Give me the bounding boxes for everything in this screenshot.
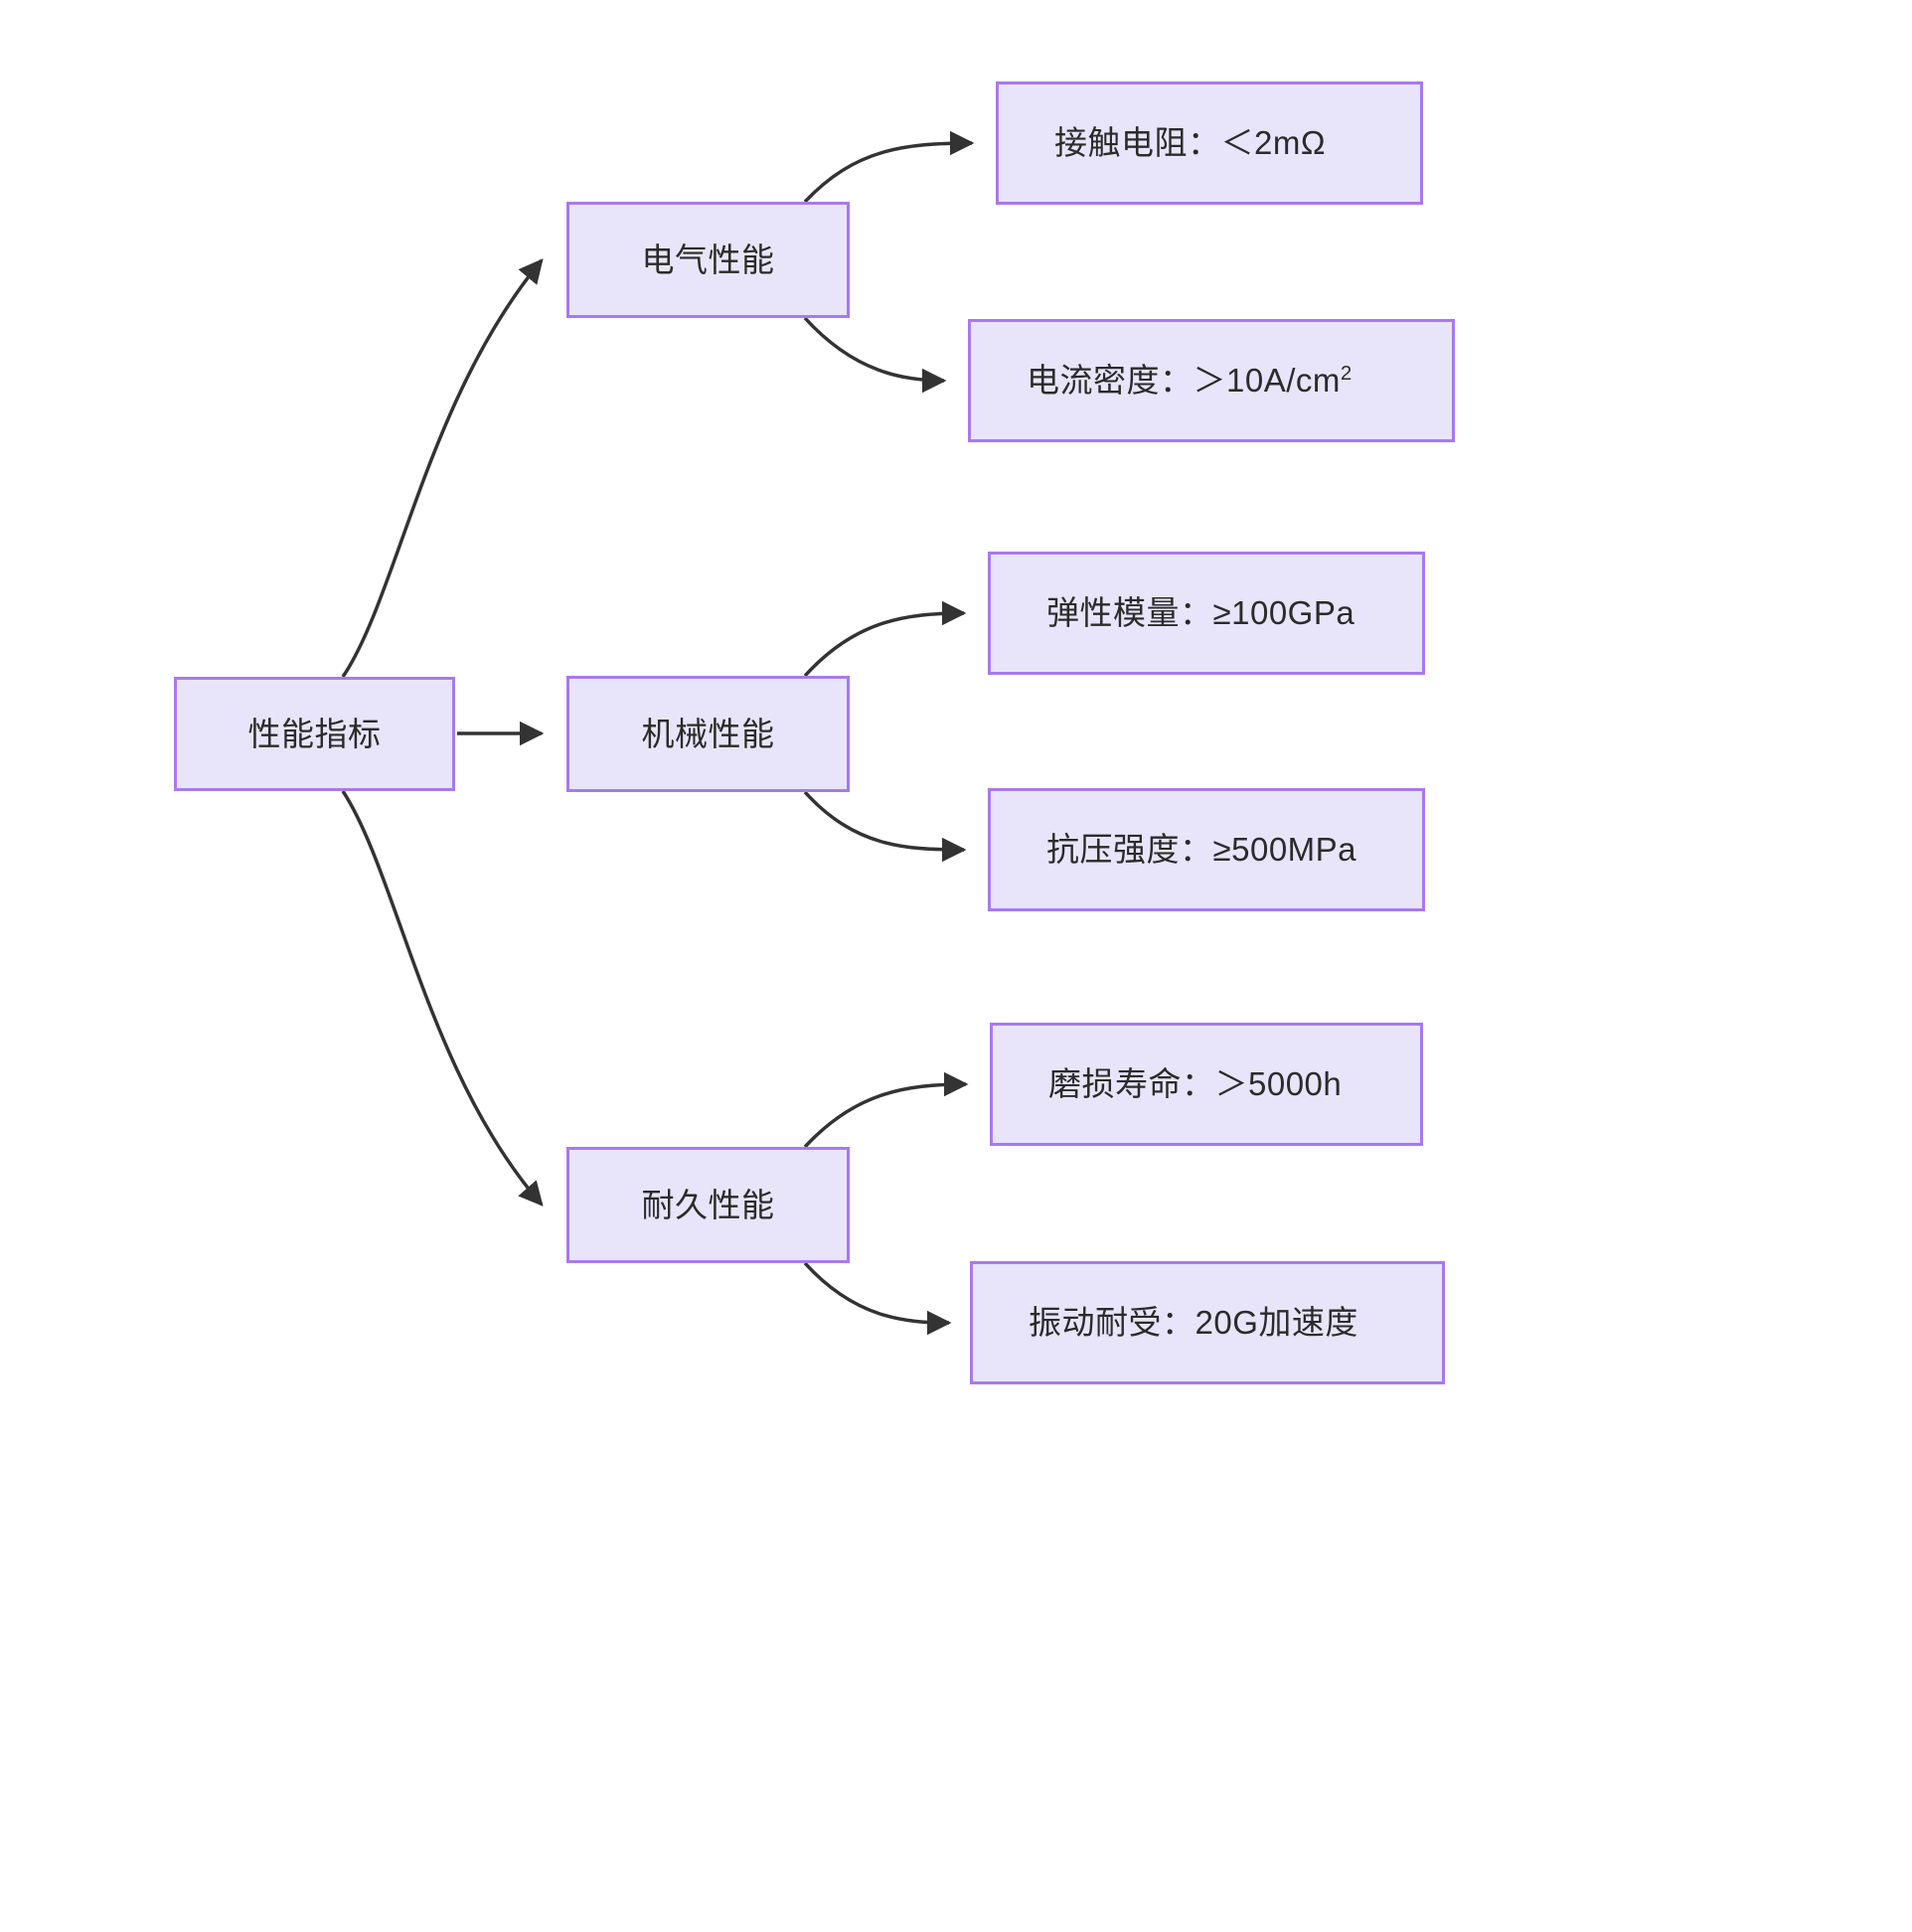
edge-root-to-electrical — [341, 258, 544, 678]
edge-root-to-durability — [341, 790, 544, 1207]
node-wear-life-label: 磨损寿命：＞5000h — [1048, 1065, 1343, 1103]
node-current-density[interactable]: 电流密度：＞10A/cm2 — [968, 319, 1455, 442]
node-contact-resistance[interactable]: 接触电阻：＜2mΩ — [996, 81, 1423, 205]
node-durability-label: 耐久性能 — [641, 1186, 775, 1223]
node-contact-resistance-label: 接触电阻：＜2mΩ — [1054, 124, 1327, 162]
edge-durability-to-vibration-resistance — [803, 1261, 952, 1336]
edge-durability-to-wear-life — [803, 1071, 969, 1149]
node-current-density-superscript: 2 — [1340, 362, 1353, 386]
node-elastic-modulus[interactable]: 弹性模量：≥100GPa — [988, 552, 1425, 675]
node-mechanical-label: 机械性能 — [641, 715, 775, 752]
node-root[interactable]: 性能指标 — [174, 677, 455, 791]
node-root-label: 性能指标 — [247, 715, 382, 752]
node-wear-life[interactable]: 磨损寿命：＞5000h — [990, 1023, 1423, 1146]
node-mechanical[interactable]: 机械性能 — [566, 676, 850, 792]
node-compressive-strength[interactable]: 抗压强度：≥500MPa — [988, 788, 1425, 911]
node-compressive-strength-label: 抗压强度：≥500MPa — [1046, 831, 1357, 869]
node-elastic-modulus-label: 弹性模量：≥100GPa — [1046, 594, 1355, 632]
node-vibration-resistance-label: 振动耐受：20G加速度 — [1029, 1304, 1358, 1342]
node-electrical[interactable]: 电气性能 — [566, 202, 850, 318]
node-electrical-label: 电气性能 — [641, 241, 775, 278]
edge-mechanical-to-elastic-modulus — [803, 600, 967, 678]
edge-electrical-to-contact-resistance — [803, 130, 975, 204]
node-current-density-label: 电流密度：＞10A/cm2 — [1027, 360, 1353, 401]
node-vibration-resistance[interactable]: 振动耐受：20G加速度 — [970, 1261, 1445, 1384]
node-durability[interactable]: 耐久性能 — [566, 1147, 850, 1263]
node-current-density-text: 电流密度：＞10A/cm — [1027, 362, 1341, 400]
edge-electrical-to-current-density — [803, 316, 947, 394]
edge-mechanical-to-compressive-strength — [803, 790, 967, 863]
